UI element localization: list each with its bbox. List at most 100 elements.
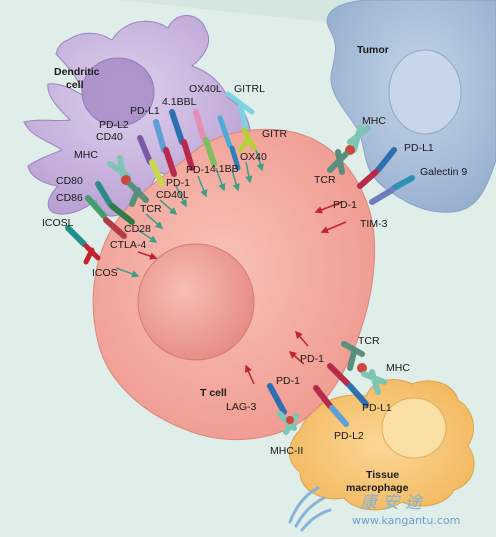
stim-arrow (159, 199, 178, 215)
tim3-receptor (369, 187, 395, 205)
inhib-arrow (314, 201, 343, 214)
mac-antigen (357, 363, 367, 373)
tumor-tcell-receptors (327, 125, 415, 205)
stim-arrow (137, 229, 158, 243)
stim-arrow (245, 161, 253, 184)
watermark-logo (288, 486, 332, 532)
dendritic-nucleus (81, 57, 155, 127)
cd40l-receptor (149, 159, 165, 187)
gitrl-receptor (225, 91, 255, 131)
tim3-label: TIM-3 (360, 218, 388, 230)
lag3-label: LAG-3 (226, 401, 257, 413)
tc-pd1-label-b: PD-1 (166, 177, 190, 189)
ctla4-receptor (103, 217, 127, 239)
tumor-label: Tumor (357, 44, 389, 56)
dc-pdl1-label: PD-L1 (130, 105, 160, 117)
dc-pdl2-receptor (153, 119, 167, 153)
inhib-arrow (295, 330, 309, 347)
tc-tcr-label: TCR (140, 203, 162, 215)
galectin9-label: Galectin 9 (420, 166, 467, 178)
inhib-arrow (320, 221, 347, 234)
dendritic-cell-label-1: Dendritic (54, 66, 100, 78)
cd40l-label: CD40L (156, 189, 189, 201)
tumor-pd1-receptor (357, 169, 379, 189)
macrophage-label-1: Tissue (366, 469, 399, 481)
mac-pd1-receptor-b (313, 385, 333, 409)
stimulatory-arrows (115, 149, 264, 278)
stim-arrow (115, 267, 140, 278)
ctla4-label: CTLA-4 (110, 239, 146, 251)
watermark: 康 安 途 www.kangantu.com (288, 486, 460, 532)
dc-pdl2-label: PD-L2 (99, 119, 129, 131)
inhib-arrow (245, 364, 255, 385)
mhc2-label: MHC-II (270, 445, 303, 457)
dc-mhc-label: MHC (74, 149, 98, 161)
icos-label: ICOS (92, 267, 118, 279)
dc-pdl1-receptor (169, 109, 185, 145)
dc-pd1-receptor-a (181, 139, 195, 171)
tumor-tcr-receptor (327, 149, 349, 175)
ox40l-receptor (217, 115, 233, 149)
icos-receptor (83, 243, 101, 265)
icosl-label: ICOSL (42, 217, 74, 229)
mac-pd1-label-b: PD-1 (276, 375, 300, 387)
cd80-receptor (95, 181, 113, 207)
macrophage-label-2: macrophage (346, 482, 409, 494)
stim-arrow (231, 169, 240, 192)
dc-pd1-receptor-b (163, 147, 177, 177)
mac-tcr-receptor (341, 341, 365, 371)
cd80-label: CD80 (56, 175, 83, 187)
41bb-label: 4.1BB (210, 163, 239, 175)
41bb-receptor (203, 137, 217, 167)
tumor-pd1-label: PD-1 (333, 199, 357, 211)
icosl-receptor (65, 225, 87, 247)
t-cell-nucleus (137, 243, 255, 361)
ox40l-label: OX40L (189, 83, 222, 95)
lag3-receptor (267, 383, 287, 415)
mac-mhc-label: MHC (386, 362, 410, 374)
stim-arrow (215, 167, 226, 192)
tumor-tcr-label: TCR (314, 174, 336, 186)
ox40-label: OX40 (240, 151, 267, 163)
mac-pd1-receptor-a (327, 363, 351, 387)
gitr-receptor (237, 127, 257, 153)
cd86-label: CD86 (56, 192, 83, 204)
mac-tcr-label: TCR (358, 335, 380, 347)
cd28-receptor (109, 203, 135, 225)
inhibitory-arrows (137, 201, 347, 385)
stim-arrow (145, 213, 164, 229)
mac-pdl1-receptor (347, 383, 369, 407)
dc-tcell-receptors (65, 91, 257, 265)
gitr-label: GITR (262, 128, 287, 140)
tumor-mhc-label: MHC (362, 115, 386, 127)
mac-pdl2-receptor (329, 405, 349, 427)
mac-pdl1-label: PD-L1 (362, 402, 392, 414)
stim-arrow (197, 175, 208, 198)
dc-tcr-receptor (127, 181, 149, 207)
macrophage-tcell-receptors (267, 341, 387, 435)
macrophage-nucleus (381, 397, 447, 459)
cd28-label: CD28 (124, 223, 151, 235)
tc-pd1-label-a: PD-1 (186, 164, 210, 176)
inhib-arrow (137, 251, 158, 260)
stim-arrow (255, 149, 264, 172)
mac-pdl2-label: PD-L2 (334, 430, 364, 442)
cd86-receptor (85, 195, 107, 219)
watermark-url: www.kangantu.com (352, 514, 460, 527)
tumor-pdl1-label: PD-L1 (404, 142, 434, 154)
dendritic-cell-label-2: cell (66, 79, 84, 91)
mac-pd1-label-a: PD-1 (300, 353, 324, 365)
ox40-receptor (229, 145, 241, 171)
inhib-arrow (288, 351, 305, 365)
tumor-mhc-receptor (347, 125, 371, 153)
stim-arrow (175, 185, 187, 208)
41bbl-receptor (193, 109, 207, 143)
t-cell (92, 128, 375, 440)
tumor-nucleus (388, 49, 462, 135)
mac-mhc-receptor (361, 369, 387, 395)
t-cell-label: T cell (200, 387, 227, 399)
galectin9-receptor (391, 175, 415, 191)
gitrl-label: GITRL (234, 83, 265, 95)
